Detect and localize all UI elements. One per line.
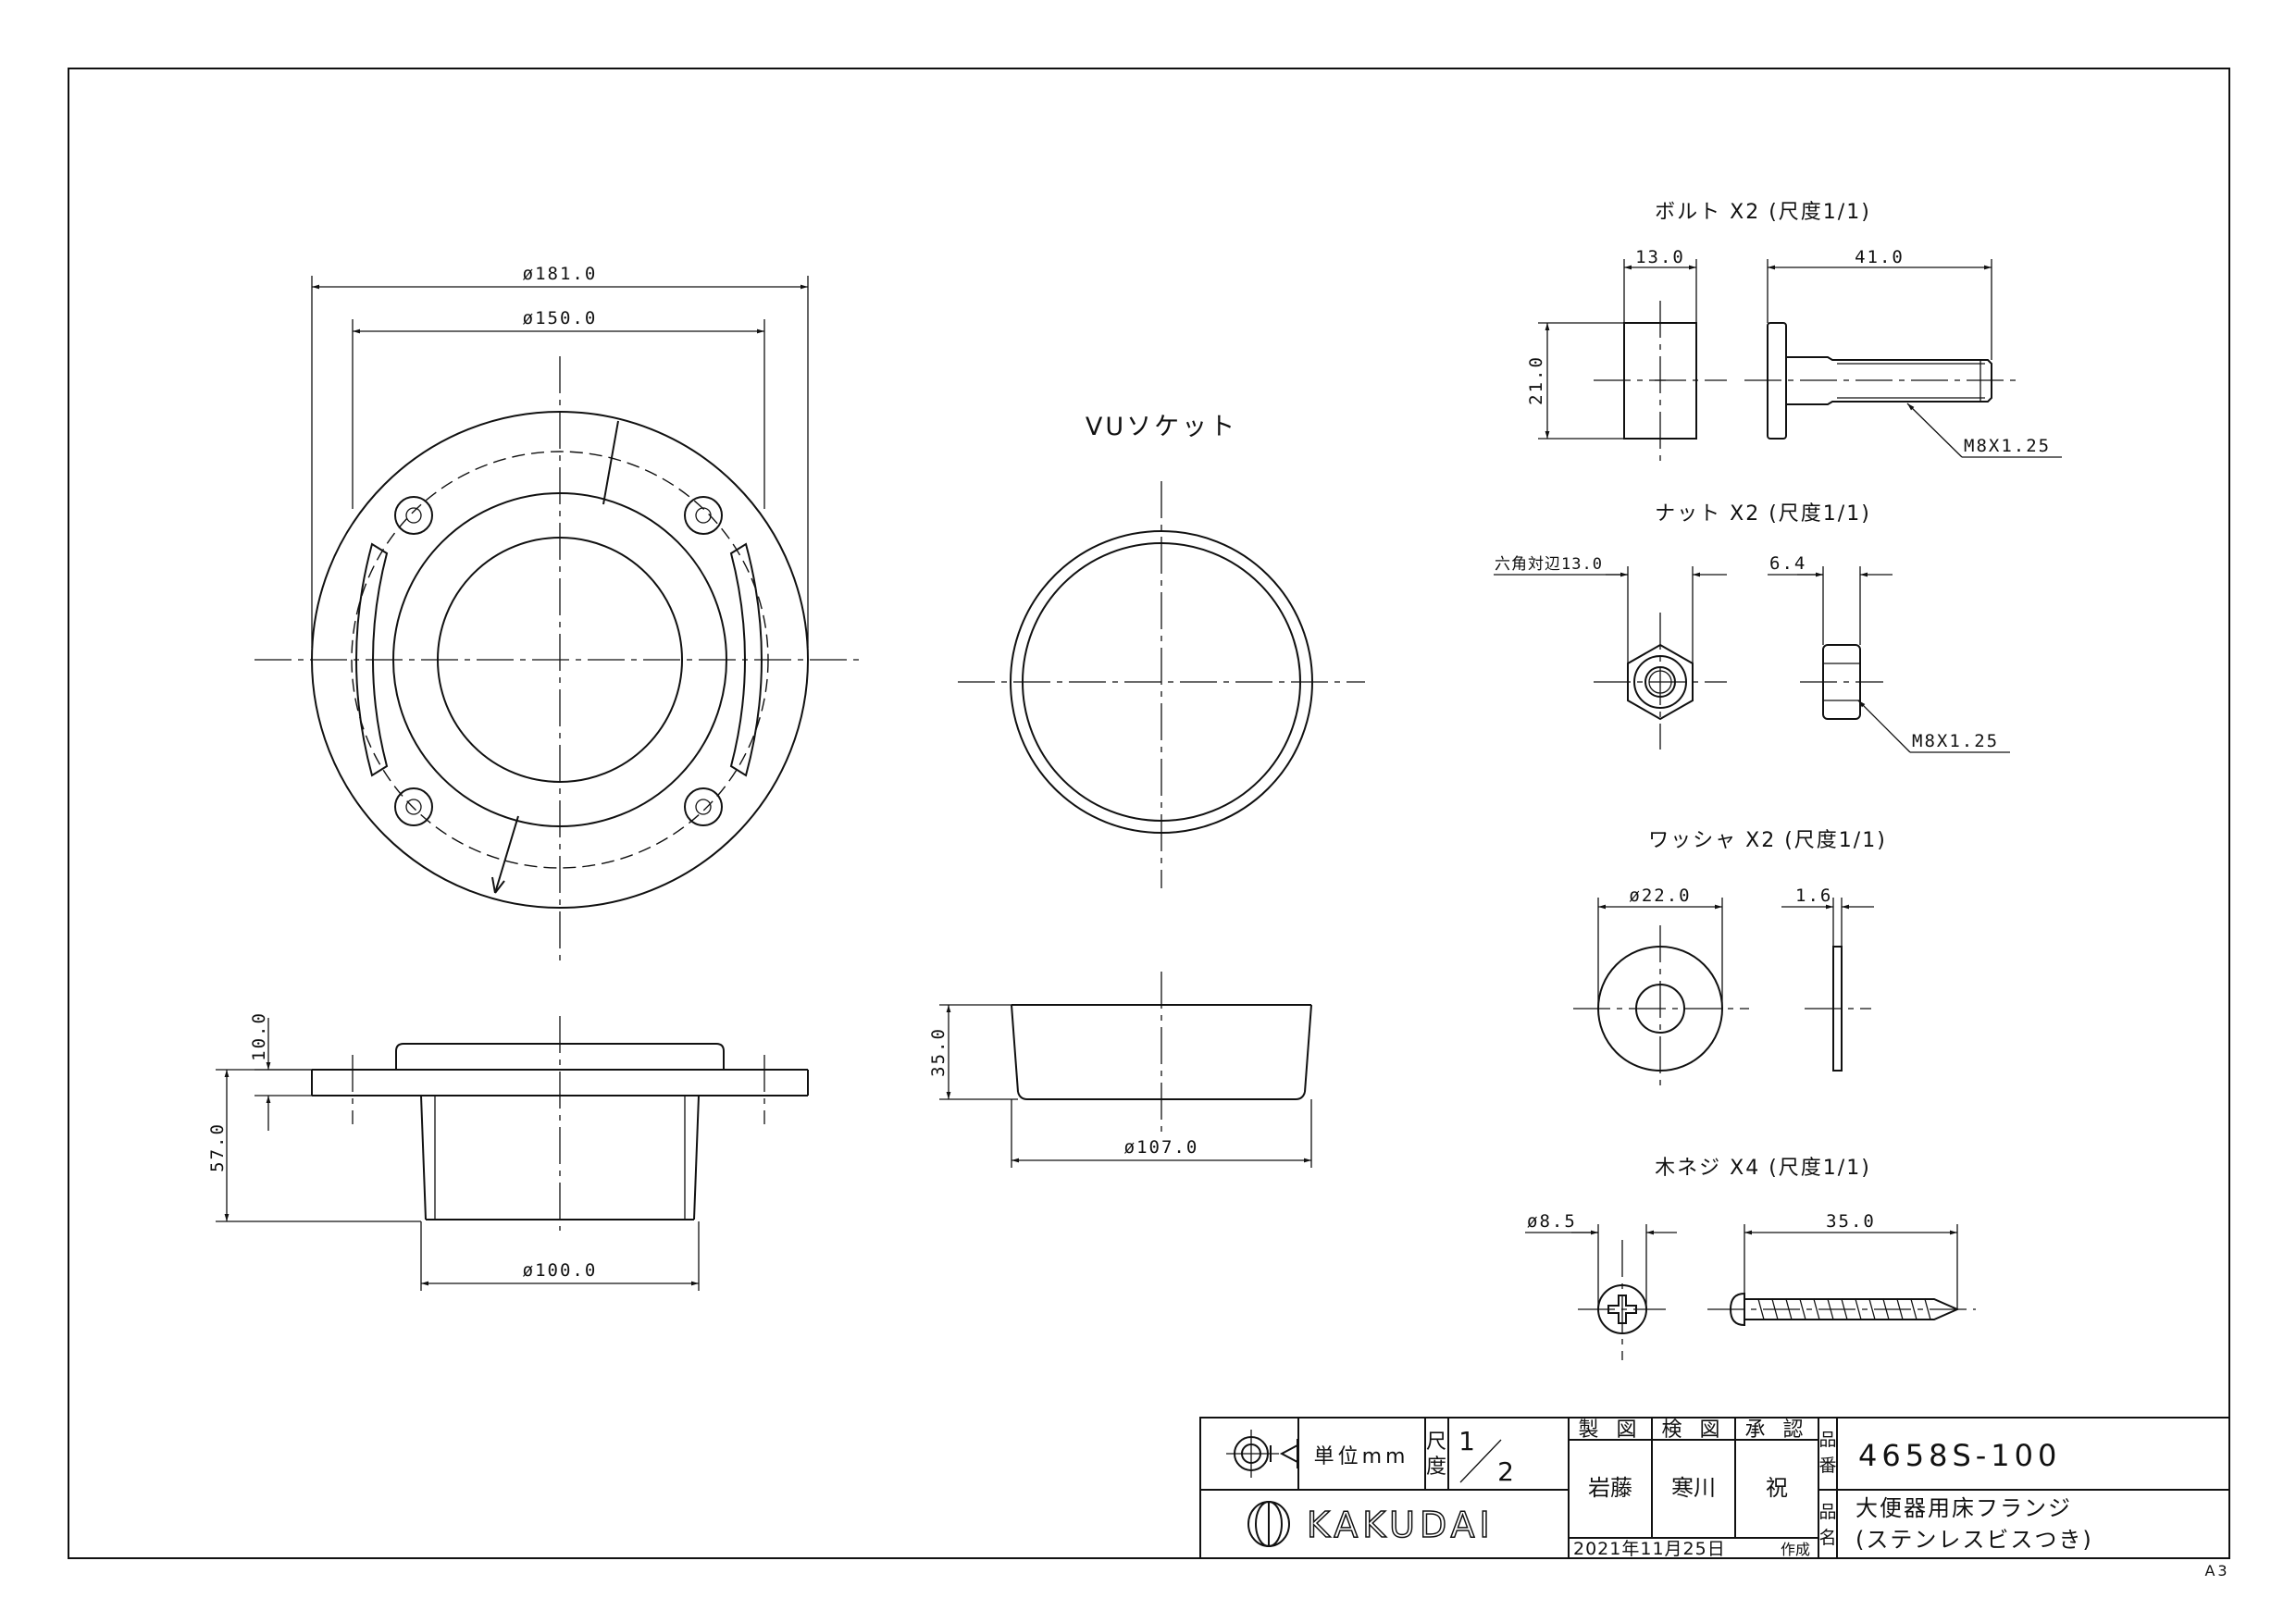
screw-title: 木ネジ X4 (尺度1/1) bbox=[1655, 1157, 1871, 1180]
bolt-dim-length: 41.0 bbox=[1855, 247, 1905, 267]
socket-dim-diameter: ø107.0 bbox=[1124, 1137, 1199, 1158]
hinmei-label-1: 品 bbox=[1818, 1502, 1836, 1522]
washer-dim-diameter: ø22.0 bbox=[1629, 886, 1691, 906]
bolt-hole bbox=[394, 787, 433, 826]
nut-detail: ナット X2 (尺度1/1) 六角対辺13.0 6.4 M8X1.25 bbox=[1494, 502, 2010, 753]
socket-top-view: VUソケット bbox=[958, 413, 1365, 888]
scale-label: 尺 bbox=[1426, 1431, 1446, 1454]
kakudai-logo: KAKUDAI bbox=[1307, 1505, 1495, 1545]
dim-spigot-diameter: ø100.0 bbox=[523, 1260, 598, 1281]
scale-label-2: 度 bbox=[1426, 1456, 1446, 1479]
created-suffix: 作成 bbox=[1781, 1541, 1810, 1558]
screw-detail: 木ネジ X4 (尺度1/1) ø8.5 35.0 bbox=[1525, 1157, 1976, 1360]
dim-bolt-circle: ø150.0 bbox=[523, 308, 598, 328]
bolt-detail: ボルト X2 (尺度1/1) 13.0 21.0 41.0 M8X1.25 bbox=[1526, 201, 2062, 463]
nut-dim-across-flats: 六角対辺13.0 bbox=[1495, 555, 1603, 574]
kakudai-logo-mark bbox=[1247, 1501, 1290, 1547]
title-block: 単位mm 尺 度 1 2 製 図 検 図 承 認 岩藤 寒川 祝 品 番 465… bbox=[1199, 1417, 2230, 1559]
hinmei-label-2: 名 bbox=[1818, 1528, 1836, 1548]
projection-symbol bbox=[1226, 1430, 1298, 1478]
col-check: 検 図 bbox=[1662, 1419, 1726, 1442]
socket-dim-height: 35.0 bbox=[928, 1027, 949, 1077]
nut-dim-thickness: 6.4 bbox=[1769, 553, 1806, 574]
bolt-hole bbox=[684, 496, 723, 535]
bolt-dim-head-height: 21.0 bbox=[1526, 355, 1546, 405]
left-slot bbox=[355, 542, 389, 777]
name-approve: 祝 bbox=[1766, 1475, 1788, 1501]
sheet-size: A3 bbox=[2204, 1562, 2229, 1580]
drawing-frame bbox=[68, 68, 2230, 1559]
socket-side-view: 35.0 ø107.0 bbox=[928, 972, 1312, 1168]
product-name-line1: 大便器用床フランジ bbox=[1855, 1495, 2072, 1521]
bolt-dim-head-width: 13.0 bbox=[1635, 247, 1685, 267]
bolt-hole bbox=[684, 787, 723, 826]
screw-dim-diameter: ø8.5 bbox=[1527, 1211, 1577, 1232]
dim-height: 57.0 bbox=[207, 1122, 228, 1172]
col-approve: 承 認 bbox=[1745, 1419, 1809, 1442]
dim-outer-diameter: ø181.0 bbox=[523, 264, 598, 284]
product-name-line2: (ステンレスビスつき) bbox=[1855, 1527, 2093, 1553]
washer-title: ワッシャ X2 (尺度1/1) bbox=[1648, 829, 1887, 852]
created-date: 2021年11月25日 bbox=[1573, 1539, 1726, 1559]
scale-numerator: 1 bbox=[1458, 1426, 1475, 1456]
washer-dim-thickness: 1.6 bbox=[1795, 886, 1832, 906]
flange-top-view: ø181.0 ø150.0 bbox=[254, 264, 865, 967]
col-made: 製 図 bbox=[1579, 1419, 1643, 1442]
bolt-thread: M8X1.25 bbox=[1964, 436, 2051, 456]
flange-side-view: 10.0 57.0 ø100.0 bbox=[207, 1011, 809, 1291]
right-slot bbox=[729, 542, 763, 777]
dim-flange-thickness: 10.0 bbox=[249, 1011, 269, 1061]
socket-label: VUソケット bbox=[1086, 413, 1237, 441]
hinban-label-1: 品 bbox=[1818, 1430, 1836, 1450]
product-number: 4658S-100 bbox=[1858, 1438, 2061, 1473]
nut-thread: M8X1.25 bbox=[1912, 731, 1999, 751]
name-made: 岩藤 bbox=[1588, 1475, 1632, 1501]
screw-dim-length: 35.0 bbox=[1826, 1211, 1876, 1232]
unit-label: 単位mm bbox=[1314, 1445, 1409, 1468]
hinban-label-2: 番 bbox=[1818, 1456, 1836, 1476]
name-check: 寒川 bbox=[1671, 1475, 1716, 1501]
scale-denominator: 2 bbox=[1497, 1456, 1514, 1487]
bolt-title: ボルト X2 (尺度1/1) bbox=[1655, 201, 1871, 224]
washer-detail: ワッシャ X2 (尺度1/1) ø22.0 1.6 bbox=[1573, 829, 1887, 1092]
bolt-hole bbox=[394, 496, 433, 535]
nut-title: ナット X2 (尺度1/1) bbox=[1655, 502, 1871, 526]
